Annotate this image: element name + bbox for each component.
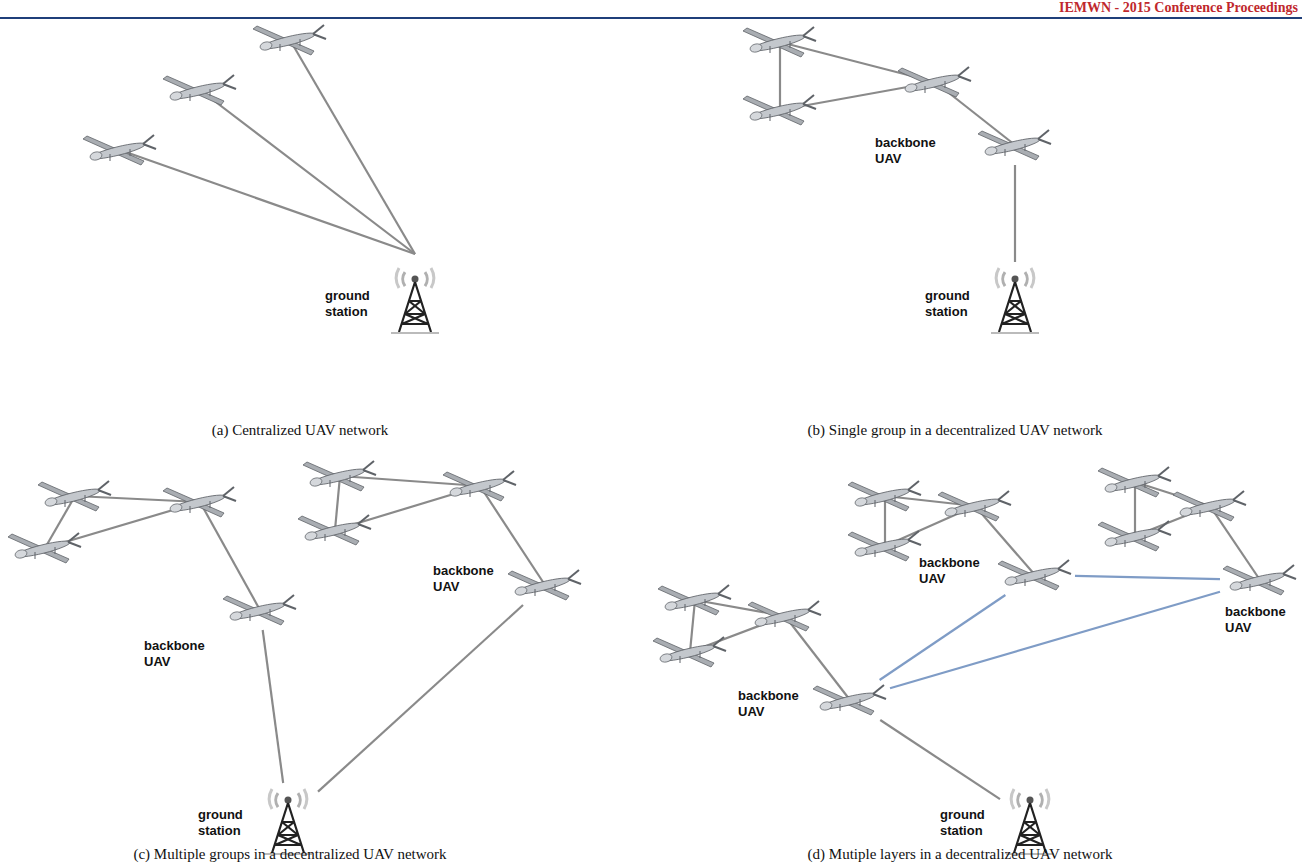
uav-icon [163, 75, 236, 105]
network-link [880, 595, 1006, 680]
node-label: ground station [925, 288, 983, 320]
uav-icon [253, 25, 326, 55]
network-link [1014, 165, 1016, 262]
uav-icon [938, 491, 1011, 521]
uav-icon [1173, 491, 1246, 521]
uav-icon [220, 590, 300, 630]
uav-icon [38, 481, 111, 511]
network-link [318, 605, 523, 792]
ground-station: ground station [385, 262, 445, 334]
network-link [263, 630, 283, 783]
figure-caption: (a) Centralized UAV network [212, 422, 388, 439]
link-line [200, 502, 260, 610]
backbone-uav: backbone UAV [810, 680, 890, 720]
link-line [1134, 482, 1136, 536]
node-label: backbone UAV [144, 638, 214, 670]
uav-icon [505, 565, 585, 605]
figure-caption: (c) Multiple groups in a decentralized U… [133, 846, 446, 863]
backbone-uav: backbone UAV [1220, 560, 1300, 600]
uav-icon [748, 601, 821, 631]
uav-icon [1098, 467, 1171, 497]
ground-station: ground station [985, 262, 1045, 334]
tower-icon [985, 262, 1045, 334]
link-line [884, 496, 886, 546]
network-link [1075, 576, 1220, 579]
node-label: backbone UAV [433, 563, 503, 595]
node-label: ground station [325, 288, 383, 320]
link-line [290, 40, 415, 254]
backbone-uav: backbone UAV [975, 125, 1055, 165]
uav-icon [298, 515, 371, 545]
uav-icon [163, 487, 236, 517]
uav-icon [8, 533, 81, 563]
uav-icon [653, 637, 726, 667]
network-link [890, 592, 1220, 689]
node-label: backbone UAV [875, 135, 945, 167]
backbone-uav: backbone UAV [505, 565, 585, 605]
node-label: ground station [940, 807, 998, 839]
backbone-uav: backbone UAV [220, 590, 300, 630]
link-line [200, 90, 415, 254]
link-line [690, 600, 695, 652]
uav-icon [1098, 521, 1171, 551]
figure-caption: (d) Mutiple layers in a decentralized UA… [808, 846, 1113, 863]
uav-icon [898, 67, 971, 97]
link-line [120, 150, 415, 254]
figure-caption: (b) Single group in a decentralized UAV … [808, 422, 1103, 439]
tower-icon [385, 262, 445, 334]
network-link [880, 720, 1000, 799]
uav-icon [303, 461, 376, 491]
tower-icon [258, 783, 318, 855]
uav-icon [743, 27, 816, 57]
tower-icon [1000, 783, 1060, 855]
link-line [1210, 506, 1260, 580]
ground-station: ground station [1000, 783, 1060, 855]
uav-icon [1220, 560, 1300, 600]
uav-icon [995, 555, 1075, 595]
uav-icon [810, 680, 890, 720]
ground-station: ground station [258, 783, 318, 855]
link-line [779, 42, 781, 110]
uav-icon [443, 471, 516, 501]
node-label: ground station [198, 807, 256, 839]
node-label: backbone UAV [1225, 604, 1295, 636]
uav-icon [743, 95, 816, 125]
uav-icon [848, 531, 921, 561]
uav-icon [975, 125, 1055, 165]
uav-icon [658, 585, 731, 615]
node-label: backbone UAV [738, 688, 808, 720]
node-label: backbone UAV [919, 555, 989, 587]
uav-icon [83, 135, 156, 165]
page-header: IEMWN - 2015 Conference Proceedings [1059, 0, 1298, 16]
backbone-uav: backbone UAV [995, 555, 1075, 595]
link-line [335, 476, 340, 530]
uav-icon [848, 481, 921, 511]
